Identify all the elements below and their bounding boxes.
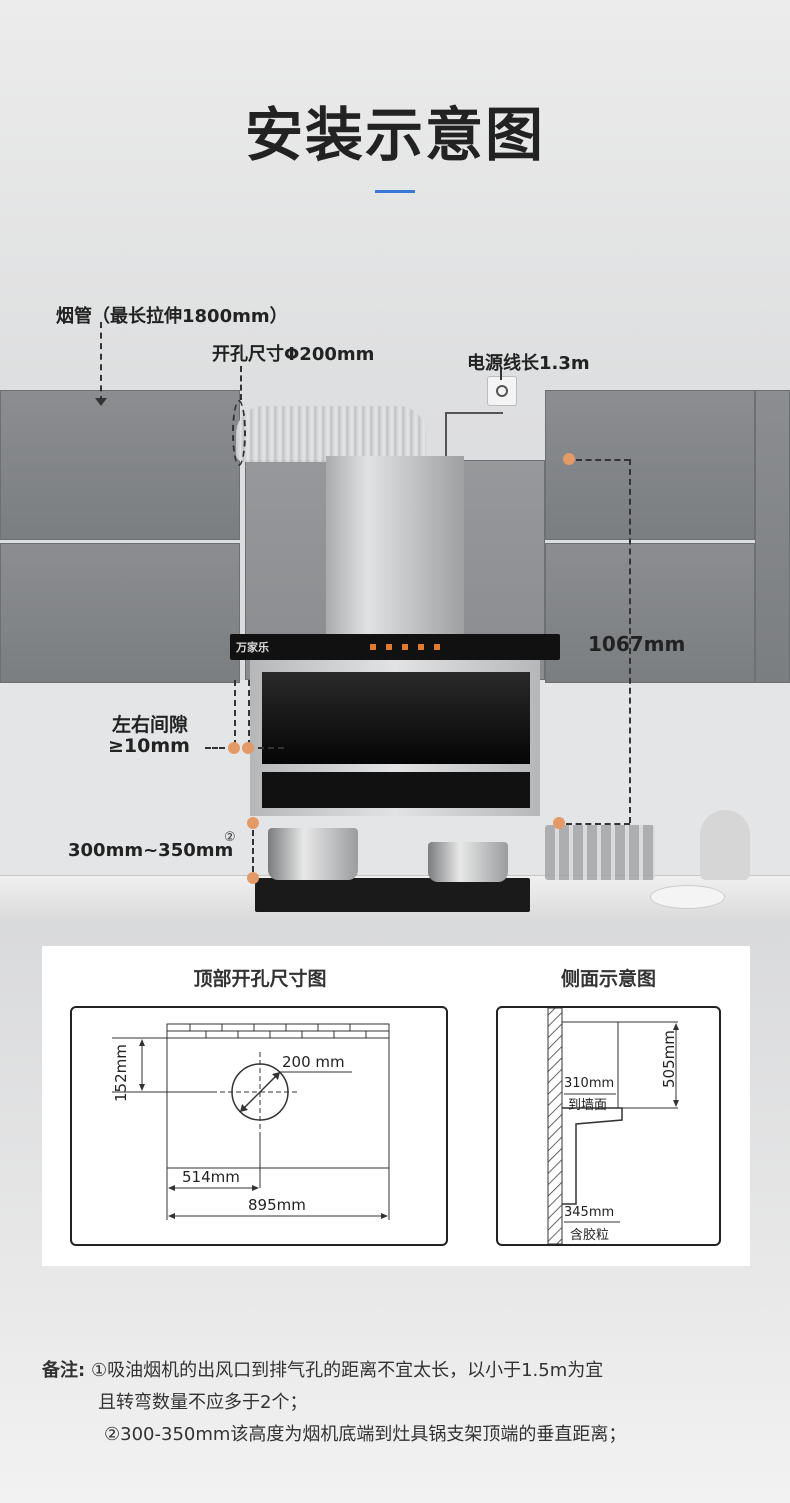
stove-height-line	[252, 830, 254, 872]
dim-152: 152mm	[112, 1044, 130, 1102]
upper-left-cabinet-lower	[0, 543, 240, 683]
hole-size-label: 开孔尺寸Φ200mm	[212, 344, 375, 365]
notes-line3: ②300-350mm该高度为烟机底端到灶具锅支架顶端的垂直距离；	[104, 1424, 627, 1445]
stove-top-dot	[247, 817, 259, 829]
hood-glass-bottom	[262, 772, 530, 808]
side-view-frame: 505mm 310mm 到墙面 345mm 含胶粒	[496, 1006, 721, 1246]
stove-height-label: 300mm~350mm	[68, 840, 234, 861]
cabinet-height-label: 1067mm	[588, 632, 686, 656]
gap-line-right	[248, 680, 250, 746]
notes: 备注: ①吸油烟机的出风口到排气孔的距离不宜太长，以小于1.5m为宜 且转弯数量…	[42, 1355, 626, 1451]
cabinet-top-dot	[563, 453, 575, 465]
spice-jars	[545, 825, 655, 880]
hole-leader-line	[240, 366, 242, 400]
gap-arrow-right	[258, 747, 284, 749]
cord-leader-line	[500, 368, 502, 380]
pot-right	[428, 842, 508, 882]
stove-note-mark: ②	[224, 830, 236, 845]
cabinet-height-line	[629, 459, 631, 823]
gap-arrow-left	[205, 747, 225, 749]
cabinet-top-line	[576, 459, 630, 461]
socket-hole	[496, 385, 508, 397]
side-view-title: 侧面示意图	[560, 968, 656, 990]
hood-chimney	[326, 456, 464, 636]
to-wall-label: 到墙面	[568, 1098, 608, 1113]
top-view-title: 顶部开孔尺寸图	[193, 968, 327, 990]
gap-label-line2: ≥10mm	[108, 735, 190, 757]
dim-895: 895mm	[248, 1196, 306, 1214]
upper-right-cabinet	[545, 390, 755, 540]
gap-line-left	[234, 680, 236, 746]
cutting-board	[700, 810, 750, 880]
power-cord	[445, 412, 503, 458]
upper-right-cabinet-edge	[755, 390, 790, 683]
hood-glass-top	[262, 672, 530, 764]
dim-200: 200 mm	[282, 1053, 345, 1071]
power-cord-label: 电源线长1.3m	[467, 353, 590, 374]
dim-514: 514mm	[182, 1168, 240, 1186]
upper-right-cabinet-lower	[545, 543, 755, 683]
notes-prefix: 备注:	[42, 1360, 86, 1381]
top-view-frame: 152mm 200 mm 514mm 895mm	[70, 1006, 448, 1246]
page-title: 安装示意图	[244, 101, 545, 169]
control-buttons	[370, 644, 450, 650]
dim-345: 345mm	[564, 1205, 615, 1220]
dim-505: 505mm	[660, 1030, 678, 1088]
brand-logo: 万家乐	[236, 641, 269, 654]
duct-leader-line	[100, 322, 102, 402]
cabinet-bottom-line	[566, 823, 630, 825]
pot-left	[268, 828, 358, 880]
stove-bottom-dot	[247, 872, 259, 884]
gap-dot-right	[242, 742, 254, 754]
notes-line1: 备注: ①吸油烟机的出风口到排气孔的距离不宜太长，以小于1.5m为宜	[42, 1355, 626, 1387]
duct-label: 烟管（最长拉伸1800mm）	[56, 306, 288, 327]
side-view-drawing	[547, 1008, 679, 1244]
notes-line1-text: ①吸油烟机的出风口到排气孔的距离不宜太长，以小于1.5m为宜	[90, 1360, 604, 1381]
cooktop	[255, 878, 530, 912]
exhaust-duct	[236, 406, 426, 462]
gap-dot-left	[228, 742, 240, 754]
duct-arrow	[95, 398, 107, 406]
top-view-drawing	[112, 1023, 390, 1220]
dim-310: 310mm	[564, 1076, 615, 1091]
plates	[650, 885, 725, 909]
kitchen-scene: 万家乐	[0, 322, 790, 940]
notes-line2: 且转弯数量不应多于2个；	[98, 1392, 308, 1413]
title-underline	[375, 190, 415, 193]
cabinet-bottom-dot	[553, 817, 565, 829]
with-glue-label: 含胶粒	[570, 1228, 610, 1243]
gap-label-line1: 左右间隙	[112, 714, 189, 736]
duct-end-ring	[232, 400, 246, 466]
diagram-panel: 顶部开孔尺寸图 侧面示意图	[42, 946, 750, 1266]
upper-left-cabinet	[0, 390, 240, 540]
